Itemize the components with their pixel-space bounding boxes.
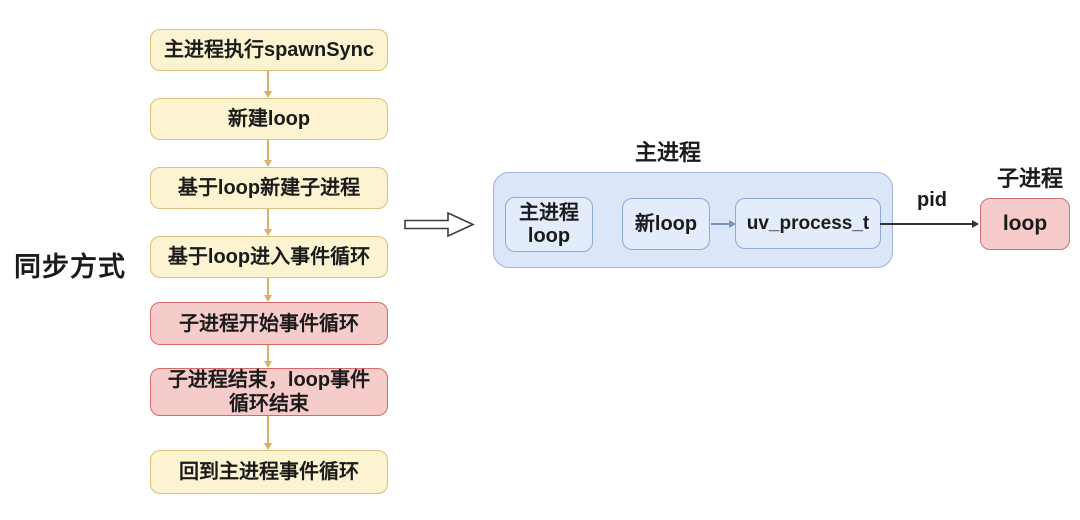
down-arrow-icon [263, 278, 273, 302]
down-arrow-icon [263, 416, 273, 450]
flow-step-child-loop-end: 子进程结束，loop事件循环结束 [150, 368, 388, 416]
big-right-arrow-icon [404, 211, 475, 238]
flow-step-child-loop-start: 子进程开始事件循环 [150, 302, 388, 345]
flow-step-back-to-main: 回到主进程事件循环 [150, 450, 388, 494]
main-process-loop-line2: loop [527, 224, 571, 247]
pid-arrow-label: pid [917, 189, 947, 211]
flow-step-create-child: 基于loop新建子进程 [150, 167, 388, 209]
down-arrow-icon [263, 71, 273, 98]
uv-process-t-box: uv_process_t [735, 198, 881, 249]
down-arrow-icon [263, 209, 273, 236]
main-process-loop-line1: 主进程 [519, 201, 579, 224]
pid-right-arrow-icon [880, 218, 979, 230]
child-process-title: 子进程 [996, 166, 1063, 191]
flow-step-new-loop: 新建loop [150, 98, 388, 140]
right-arrow-icon [711, 218, 736, 230]
flow-step-spawnsync: 主进程执行spawnSync [150, 29, 388, 71]
child-process-loop-box: loop [980, 198, 1070, 250]
main-process-title: 主进程 [634, 140, 701, 165]
flow-step-enter-loop: 基于loop进入事件循环 [150, 236, 388, 278]
new-loop-box: 新loop [622, 198, 710, 250]
down-arrow-icon [263, 345, 273, 368]
main-process-loop-box: 主进程 loop [505, 197, 593, 252]
down-arrow-icon [263, 140, 273, 167]
sync-mode-label: 同步方式 [14, 252, 126, 282]
